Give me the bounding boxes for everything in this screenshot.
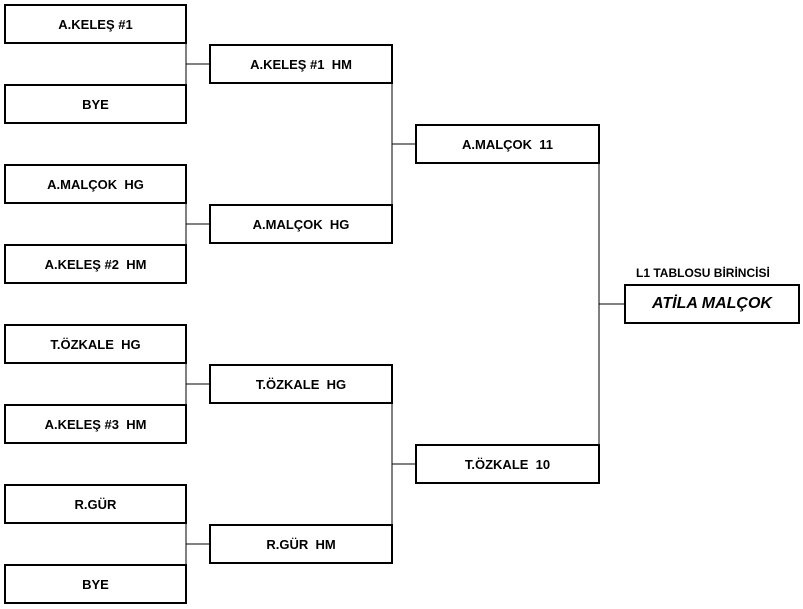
round1-slot-6: A.KELEŞ #3 HM <box>4 404 187 444</box>
round2-slot-2: A.MALÇOK HG <box>209 204 393 244</box>
round3-slot-2: T.ÖZKALE 10 <box>415 444 600 484</box>
round1-slot-2: BYE <box>4 84 187 124</box>
round2-slot-4: R.GÜR HM <box>209 524 393 564</box>
champion-caption: L1 TABLOSU BİRİNCİSİ <box>636 266 770 280</box>
round3-slot-1: A.MALÇOK 11 <box>415 124 600 164</box>
champion-box: ATİLA MALÇOK <box>624 284 800 324</box>
round1-slot-4: A.KELEŞ #2 HM <box>4 244 187 284</box>
round1-slot-5: T.ÖZKALE HG <box>4 324 187 364</box>
round1-slot-8: BYE <box>4 564 187 604</box>
round1-slot-3: A.MALÇOK HG <box>4 164 187 204</box>
round2-slot-1: A.KELEŞ #1 HM <box>209 44 393 84</box>
round2-slot-3: T.ÖZKALE HG <box>209 364 393 404</box>
round1-slot-7: R.GÜR <box>4 484 187 524</box>
round1-slot-1: A.KELEŞ #1 <box>4 4 187 44</box>
